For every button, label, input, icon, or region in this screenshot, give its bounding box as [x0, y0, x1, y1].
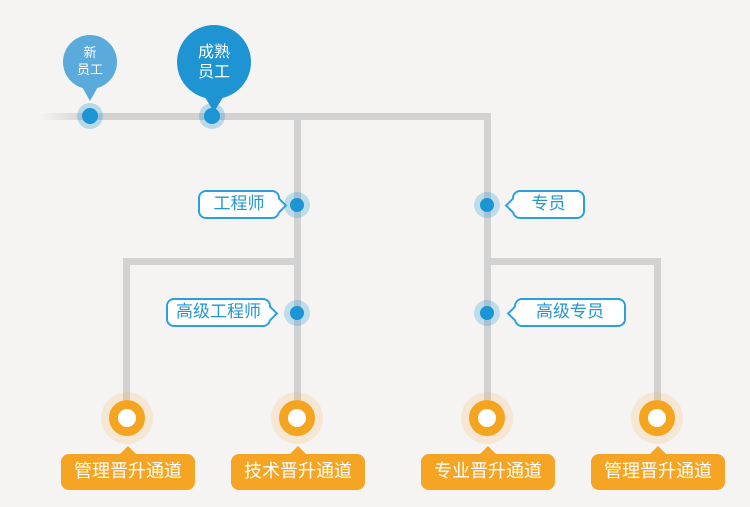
- professional-channel-ring: [469, 400, 505, 436]
- engineer-dot: [290, 198, 304, 212]
- technical-channel-ring: [279, 400, 315, 436]
- senior-specialist-dot: [480, 306, 494, 320]
- mature-employee-bubble: 成熟 员工: [177, 25, 251, 112]
- mature-employee-label-line1: 成熟: [197, 42, 230, 61]
- engineer-callout: 工程师: [198, 190, 288, 219]
- channel-label-text: 管理晋升通道: [74, 461, 182, 482]
- new-employee-bubble: 新 员工: [63, 35, 117, 101]
- senior-engineer-callout: 高级工程师: [166, 298, 279, 327]
- management-track-right-line: [654, 258, 661, 400]
- channel-label-text: 专业晋升通道: [434, 461, 542, 482]
- senior-specialist-callout: 高级专员: [506, 298, 626, 327]
- management-channel-left-ring: [109, 400, 145, 436]
- specialist-callout-label: 专员: [531, 194, 566, 214]
- mature-employee-label-line2: 员工: [197, 62, 230, 81]
- specialist-track-line: [484, 113, 491, 400]
- callout-arrow-left-icon: [504, 197, 521, 214]
- engineer-callout-label: 工程师: [213, 194, 265, 214]
- new-employee-dot: [82, 108, 98, 124]
- management-channel-left-label: 管理晋升通道: [61, 446, 195, 490]
- channel-pointer-up-icon: [480, 446, 496, 454]
- professional-channel-label: 专业晋升通道: [421, 446, 555, 490]
- main-timeline-line: [40, 113, 491, 120]
- channel-pointer-up-icon: [120, 446, 136, 454]
- specialist-callout: 专员: [504, 190, 585, 219]
- channel-pointer-up-icon: [290, 446, 306, 454]
- new-employee-label-line2: 员工: [76, 63, 103, 78]
- bubble-tail-pointer: [81, 85, 99, 101]
- channel-label-text: 管理晋升通道: [604, 461, 712, 482]
- callout-arrow-right-icon: [271, 197, 288, 214]
- callout-arrow-left-icon: [506, 305, 523, 322]
- senior-engineer-dot: [290, 306, 304, 320]
- right-branch-line: [484, 258, 661, 265]
- senior-specialist-callout-label: 高级专员: [536, 302, 604, 322]
- senior-engineer-callout-label: 高级工程师: [176, 302, 261, 322]
- engineer-track-line: [294, 113, 301, 400]
- left-branch-line: [123, 258, 301, 265]
- bubble-tail-pointer: [203, 94, 225, 112]
- channel-pointer-up-icon: [650, 446, 666, 454]
- mature-employee-dot: [204, 108, 220, 124]
- channel-label-text: 技术晋升通道: [244, 461, 352, 482]
- callout-arrow-right-icon: [262, 305, 279, 322]
- management-track-left-line: [123, 258, 130, 400]
- specialist-dot: [480, 198, 494, 212]
- management-channel-right-label: 管理晋升通道: [591, 446, 725, 490]
- new-employee-label-line1: 新: [83, 46, 97, 61]
- technical-channel-label: 技术晋升通道: [231, 446, 365, 490]
- management-channel-right-ring: [639, 400, 675, 436]
